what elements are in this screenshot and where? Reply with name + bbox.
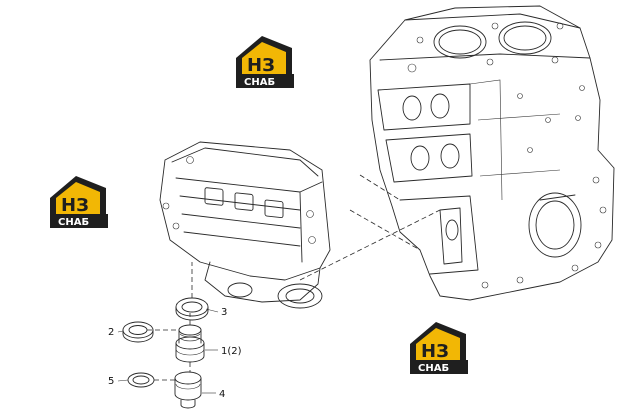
o-ring-part-3 (175, 297, 209, 321)
gasket-ring-part-2 (122, 321, 154, 343)
callout-3: 3 (221, 307, 227, 318)
oil-cooler-housing-drawing (159, 141, 331, 309)
logo-letters: НЗ (247, 55, 275, 76)
watermark-logo: НЗ СНАБ (236, 36, 294, 88)
assembly-guide-lines (147, 262, 193, 381)
logo-letters: НЗ (421, 341, 449, 362)
leader-line-5 (117, 379, 129, 382)
watermark-logo: НЗ СНАБ (50, 176, 108, 228)
plug-part-4 (174, 371, 202, 409)
o-ring-part-5 (127, 372, 155, 388)
logo-letters: НЗ (61, 195, 89, 216)
callout-5: 5 (108, 376, 114, 387)
engine-block-drawing (299, 5, 615, 301)
leader-line-3 (205, 308, 219, 313)
logo-caption: СНАБ (58, 217, 89, 228)
logo-caption: СНАБ (244, 77, 275, 88)
logo-caption: СНАБ (418, 363, 449, 374)
callout-4: 4 (219, 389, 225, 400)
callout-1: 1(2) (221, 346, 242, 357)
leader-line-2 (117, 330, 124, 333)
relief-valve-part-1 (175, 324, 205, 363)
watermark-logo: НЗ СНАБ (410, 322, 468, 374)
callout-2: 2 (108, 327, 114, 338)
